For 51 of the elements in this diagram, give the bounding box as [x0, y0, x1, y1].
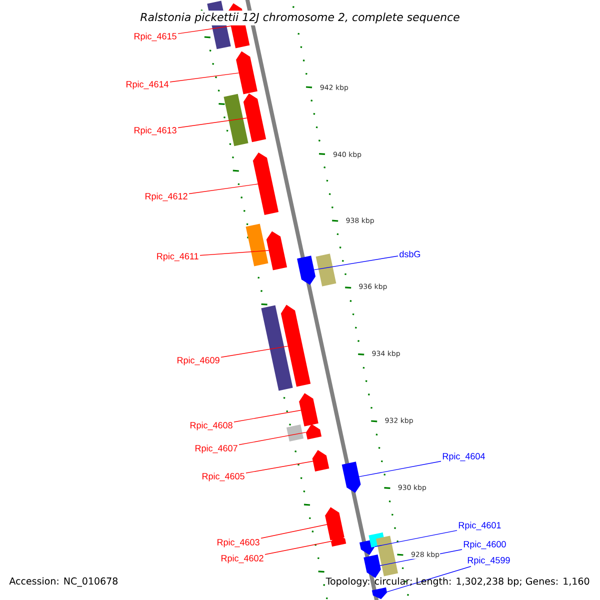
gene-block — [224, 94, 248, 146]
gene-label: Rpic_4615 — [134, 32, 176, 42]
leader-line — [246, 460, 314, 474]
gene-block — [312, 450, 330, 472]
leader-line — [358, 460, 442, 478]
gene-block — [306, 424, 322, 440]
leader-line — [386, 566, 472, 592]
gene-label: Rpic_4608 — [190, 422, 232, 430]
gene-label: Rpic_4607 — [196, 444, 238, 454]
gene-block — [236, 51, 258, 94]
gene-block — [261, 305, 293, 391]
footer-text: Accession: NC_010678 — [9, 577, 118, 587]
gene-label: Rpic_4599 — [468, 556, 510, 566]
gene-label: Rpic_4600 — [464, 540, 506, 550]
gene-label: Rpic_4605 — [202, 472, 244, 482]
leader-line — [188, 184, 258, 194]
gene-label: Rpic_4611 — [157, 252, 198, 262]
leader-line — [178, 118, 248, 128]
title: Ralstonia pickettii 12J chromosome 2, complete sequence — [138, 10, 462, 26]
gene-block — [286, 424, 304, 442]
leader-line — [234, 410, 302, 422]
gene-block — [372, 587, 388, 600]
gene-label: Rpic_4609 — [178, 356, 220, 366]
gene-block — [243, 93, 266, 142]
leader-line — [220, 346, 288, 358]
gene-label: Rpic_4612 — [146, 192, 188, 202]
gene-block — [376, 536, 398, 576]
gene-label: Rpic_4603 — [218, 538, 260, 548]
gene-block — [364, 554, 381, 578]
gene-label: dsbG — [400, 250, 420, 258]
gene-block — [266, 231, 288, 270]
gene-label: Rpic_4602 — [222, 554, 264, 564]
gene-block — [342, 462, 361, 493]
gene-label: Rpic_4604 — [442, 452, 485, 462]
leader-line — [264, 541, 332, 555]
gene-label: Rpic_4614 — [126, 80, 169, 90]
leader-line — [314, 256, 398, 270]
leader-line — [170, 72, 240, 82]
gene-block — [280, 304, 311, 387]
leader-line — [200, 250, 270, 256]
gene-block — [246, 224, 268, 266]
gene-label: Rpic_4613 — [134, 126, 176, 136]
leader-line — [260, 524, 328, 539]
footer-text: Topology: circular; Length: 1,302,238 bp; Genes: 1,160 — [326, 577, 590, 587]
gene-label: Rpic_4601 — [458, 522, 501, 530]
gene-block — [316, 254, 336, 286]
gene-block — [252, 152, 279, 215]
gene-block — [330, 534, 346, 547]
leader-line — [374, 530, 458, 547]
leader-line — [178, 26, 232, 34]
gene-block — [297, 256, 316, 285]
